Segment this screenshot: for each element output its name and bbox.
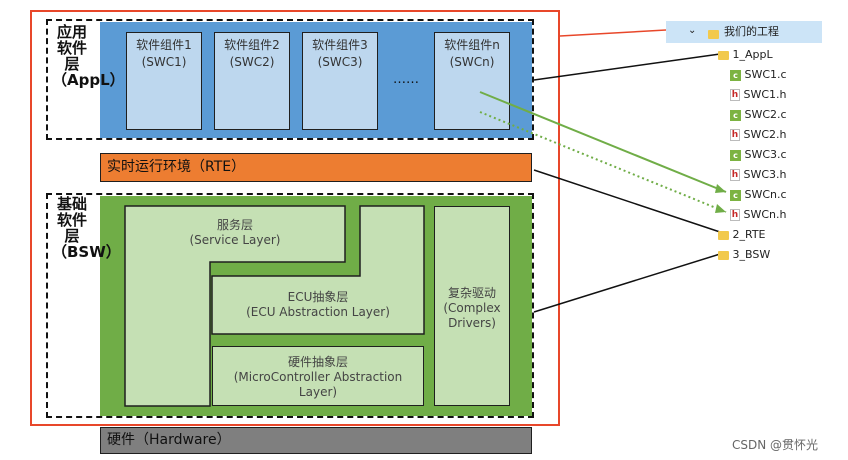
- component-name: 软件组件3: [312, 38, 368, 52]
- component-code: (SWC1): [141, 55, 187, 69]
- mcal-box: [212, 346, 424, 406]
- folder-icon: [718, 250, 729, 260]
- mcal-text: 硬件抽象层 (MicroController Abstraction Layer…: [233, 355, 403, 399]
- chevron-down-icon[interactable]: ⌄: [688, 25, 697, 36]
- h-file-icon: h: [730, 129, 740, 141]
- tree-item-bsw-folder[interactable]: 3_BSW: [718, 245, 838, 265]
- folder-icon: [718, 50, 729, 60]
- basic-software-boundary: [46, 193, 534, 418]
- tree-item-file[interactable]: c SWC3.c: [718, 145, 838, 165]
- watermark: CSDN @贯怀光: [732, 438, 819, 452]
- folder-icon: [718, 230, 729, 240]
- h-file-icon: h: [730, 89, 740, 101]
- c-file-icon: c: [730, 109, 741, 121]
- ecu-abstraction-shape: [211, 205, 425, 335]
- tree-item-file[interactable]: c SWC2.c: [718, 105, 838, 125]
- service-layer-text: 服务层 (Service Layer): [189, 218, 281, 247]
- service-layer-shape: [124, 205, 346, 407]
- software-component-n: 软件组件n (SWCn): [434, 32, 510, 130]
- tree-item-file[interactable]: c SWC1.c: [718, 65, 838, 85]
- component-name: 软件组件1: [136, 38, 192, 52]
- tree-item-label: 3_BSW: [732, 248, 771, 261]
- tree-item-file[interactable]: h SWC2.h: [718, 125, 838, 145]
- swcn-c-arrowhead: [715, 184, 726, 193]
- tree-item-label: 1_AppL: [732, 48, 773, 61]
- tree-item-file[interactable]: h SWC1.h: [718, 85, 838, 105]
- component-code: (SWC2): [229, 55, 275, 69]
- tree-root-row[interactable]: ⌄ 我们的工程: [666, 21, 822, 43]
- tree-item-file[interactable]: c SWCn.c: [718, 185, 838, 205]
- component-name: 软件组件2: [224, 38, 280, 52]
- swcn-to-h-line: [479, 111, 727, 213]
- software-component-3: 软件组件3 (SWC3): [302, 32, 378, 130]
- appl-to-folder-line: [533, 53, 721, 81]
- folder-icon: [708, 29, 719, 39]
- complex-drivers-text: 复杂驱动 (Complex Drivers): [443, 286, 501, 330]
- c-file-icon: c: [730, 189, 741, 201]
- ellipsis: ……: [393, 72, 419, 87]
- tree-item-appl-folder[interactable]: 1_AppL: [718, 45, 838, 65]
- file-tree: 1_AppL c SWC1.c h SWC1.h c SWC2.c h SWC2…: [718, 45, 838, 265]
- tree-item-file[interactable]: h SWC3.h: [718, 165, 838, 185]
- swcn-h-arrowhead: [715, 204, 726, 213]
- swcn-to-c-line: [479, 91, 727, 193]
- frame-to-root-line: [559, 29, 667, 37]
- component-code: (SWC3): [317, 55, 363, 69]
- bsw-to-folder-line: [533, 253, 721, 313]
- application-layer-boundary: [46, 19, 534, 140]
- tree-root-label: 我们的工程: [724, 25, 779, 38]
- tree-item-label: SWC2.h: [743, 128, 787, 141]
- tree-item-rte-folder[interactable]: 2_RTE: [718, 225, 838, 245]
- tree-item-file[interactable]: h SWCn.h: [718, 205, 838, 225]
- complex-drivers-box: [434, 206, 510, 406]
- component-code: (SWCn): [449, 55, 495, 69]
- software-component-2: 软件组件2 (SWC2): [214, 32, 290, 130]
- tree-item-label: 2_RTE: [732, 228, 766, 241]
- h-file-icon: h: [730, 169, 740, 181]
- rte-bar: 实时运行环境（RTE）: [100, 153, 532, 182]
- tree-item-label: SWCn.h: [743, 208, 787, 221]
- c-file-icon: c: [730, 149, 741, 161]
- hardware-bar: 硬件（Hardware）: [100, 427, 532, 454]
- tree-item-label: SWC2.c: [744, 108, 787, 121]
- component-name: 软件组件n: [444, 38, 500, 52]
- tree-item-label: SWC3.h: [743, 168, 787, 181]
- h-file-icon: h: [730, 209, 740, 221]
- tree-item-label: SWC1.c: [744, 68, 787, 81]
- software-component-1: 软件组件1 (SWC1): [126, 32, 202, 130]
- tree-item-label: SWCn.c: [744, 188, 787, 201]
- c-file-icon: c: [730, 69, 741, 81]
- architecture-frame: [30, 10, 560, 426]
- tree-item-label: SWC1.h: [743, 88, 787, 101]
- ecu-abstraction-text: ECU抽象层 (ECU Abstraction Layer): [246, 290, 390, 319]
- basic-software-label: 基础软件层 （BSW）: [52, 195, 121, 261]
- tree-item-label: SWC3.c: [744, 148, 787, 161]
- rte-to-folder-line: [533, 169, 721, 233]
